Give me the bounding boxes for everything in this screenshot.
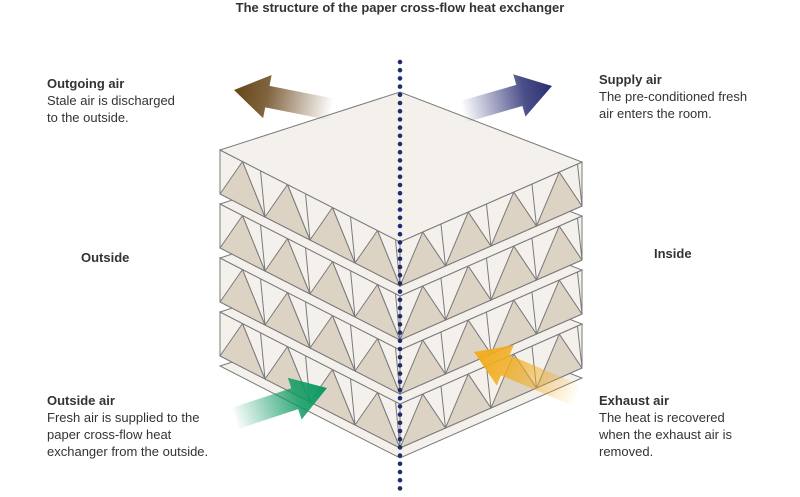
divider-dot xyxy=(397,231,403,237)
divider-dot xyxy=(397,125,403,130)
divider-dot xyxy=(397,330,403,335)
callout-supply-air: Supply air The pre-conditioned fresh air… xyxy=(599,71,747,122)
divider-dot xyxy=(397,174,403,180)
divider-dot xyxy=(397,477,403,483)
callout-line: Stale air is discharged xyxy=(47,93,175,108)
callout-line: The heat is recovered xyxy=(599,410,725,425)
divider-dot xyxy=(397,133,403,139)
divider-dot xyxy=(397,141,403,147)
divider-dot xyxy=(397,199,403,204)
divider-dot xyxy=(397,420,403,426)
divider-dot xyxy=(397,453,403,458)
divider-dot xyxy=(397,379,403,385)
divider-dot xyxy=(397,297,403,303)
divider-dot xyxy=(397,223,403,229)
outside-air-arrow xyxy=(232,377,327,429)
divider-dot xyxy=(397,264,403,270)
divider-dot xyxy=(397,248,403,253)
divider-dot xyxy=(397,149,403,155)
divider-dot xyxy=(397,59,403,65)
divider-dot xyxy=(397,182,403,188)
divider-dot xyxy=(397,108,403,114)
callout-line: removed. xyxy=(599,444,654,459)
divider-dot xyxy=(397,322,403,327)
divider-dot xyxy=(397,371,403,376)
divider-dot xyxy=(397,313,403,319)
divider-dot xyxy=(397,256,403,262)
callout-line: exchanger from the outside. xyxy=(47,444,209,459)
divider-dot xyxy=(397,117,403,122)
divider-dot xyxy=(397,363,403,368)
divider-dot xyxy=(397,92,403,98)
divider-dot xyxy=(397,240,403,245)
divider-dot xyxy=(397,166,403,171)
divider-dot xyxy=(397,289,403,294)
divider-dot xyxy=(397,354,403,360)
diagram-title: The structure of the paper cross-flow he… xyxy=(235,0,565,15)
callout-outgoing-air: Outgoing air Stale air is discharged to … xyxy=(47,75,175,126)
callout-title: Outside air xyxy=(47,393,115,408)
callout-exhaust-air: Exhaust air The heat is recovered when t… xyxy=(599,392,732,460)
divider-dot xyxy=(397,190,403,196)
callout-title: Outgoing air xyxy=(47,76,125,91)
callout-line: paper cross-flow heat xyxy=(47,427,172,442)
outside-label: Outside xyxy=(81,250,130,265)
exhaust-air-arrow xyxy=(474,344,583,407)
divider-dot xyxy=(397,305,403,311)
inside-label: Inside xyxy=(654,246,692,261)
inside-outside-divider xyxy=(397,59,403,491)
callout-outside-air: Outside air Fresh air is supplied to the… xyxy=(47,392,208,460)
divider-dot xyxy=(397,486,403,491)
divider-dot xyxy=(397,445,403,450)
divider-dot xyxy=(397,395,403,401)
divider-dot xyxy=(397,461,403,467)
divider-dot xyxy=(397,387,403,393)
divider-dot xyxy=(397,469,403,475)
divider-dot xyxy=(397,346,403,352)
airflow-arrows xyxy=(232,74,583,429)
divider-dot xyxy=(397,215,403,221)
divider-dot xyxy=(397,404,403,409)
divider-dot xyxy=(397,338,403,344)
divider-dot xyxy=(397,428,403,434)
outgoing-air-arrow xyxy=(234,75,338,121)
callout-title: Exhaust air xyxy=(599,393,670,408)
divider-dot xyxy=(397,207,403,212)
divider-dot xyxy=(397,281,403,286)
callout-line: air enters the room. xyxy=(599,106,712,121)
callout-line: to the outside. xyxy=(47,110,129,125)
divider-dot xyxy=(397,436,403,442)
divider-dot xyxy=(397,76,403,81)
divider-dot xyxy=(397,84,403,89)
divider-dot xyxy=(397,67,403,73)
supply-air-arrow xyxy=(458,74,552,123)
divider-dot xyxy=(397,412,403,417)
callout-line: The pre-conditioned fresh xyxy=(599,89,748,104)
divider-dot xyxy=(397,272,403,278)
callout-title: Supply air xyxy=(599,72,662,87)
divider-dot xyxy=(397,100,403,106)
callout-line: Fresh air is supplied to the xyxy=(47,410,200,425)
divider-dot xyxy=(397,158,403,163)
callout-line: when the exhaust air is xyxy=(599,427,732,442)
